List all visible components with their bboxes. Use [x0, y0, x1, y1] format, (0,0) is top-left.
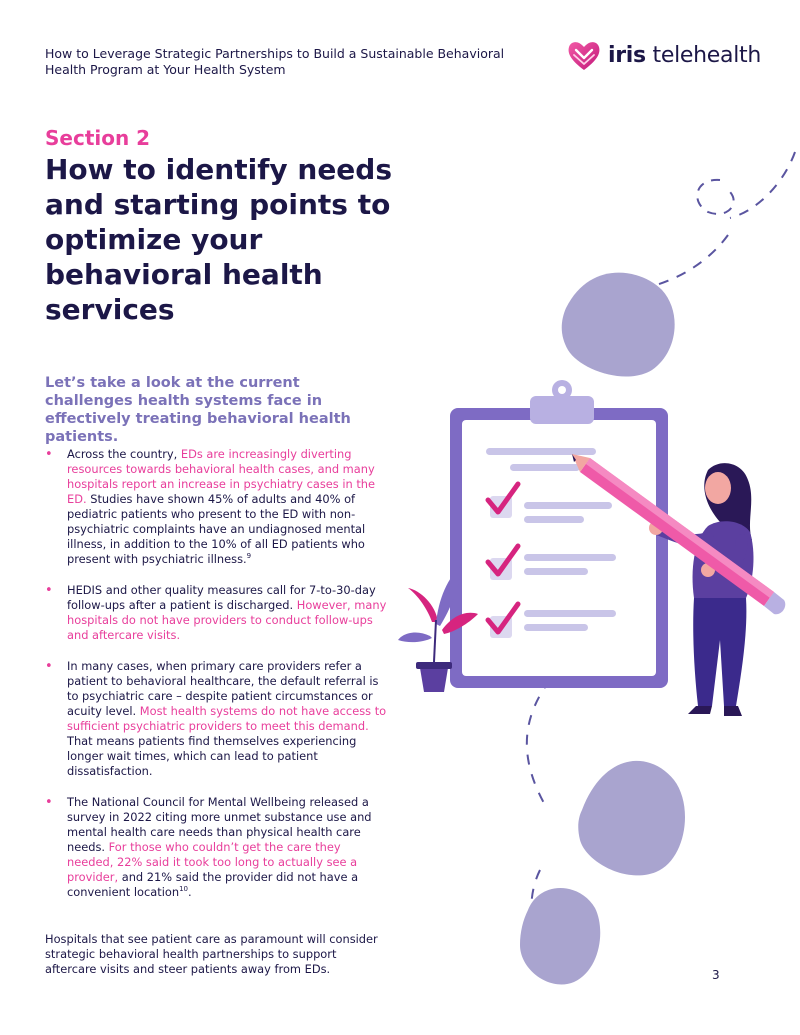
iris-telehealth-logo: iris telehealth	[566, 37, 761, 73]
list-item: In many cases, when primary care provide…	[45, 659, 390, 779]
heart-hands-icon	[568, 42, 600, 70]
challenges-list: Across the country, EDs are increasingly…	[45, 447, 390, 916]
page-number: 3	[712, 968, 720, 982]
blob-shape-icon	[578, 760, 686, 876]
checkmark-icon	[485, 543, 521, 577]
clipboard-icon	[450, 380, 668, 688]
section-label: Section 2	[45, 126, 151, 150]
checkmark-icon	[485, 481, 521, 515]
list-item: Across the country, EDs are increasingly…	[45, 447, 390, 567]
footnote-ref: 9	[246, 552, 252, 561]
blob-shape-icon	[520, 888, 601, 985]
list-item: HEDIS and other quality measures call fo…	[45, 583, 390, 643]
dashed-path-icon	[696, 178, 735, 215]
pencil-icon	[572, 454, 786, 615]
clipboard-illustration	[398, 151, 796, 985]
list-item: The National Council for Mental Wellbein…	[45, 795, 390, 900]
plant-icon	[398, 566, 478, 692]
closing-paragraph: Hospitals that see patient care as param…	[45, 932, 378, 976]
footnote-ref: 10	[179, 885, 189, 894]
checkmark-icon	[485, 601, 521, 635]
logo-wordmark: iris telehealth	[608, 42, 761, 68]
section-title: How to identify needs and starting point…	[45, 153, 393, 326]
dashed-path-icon	[729, 151, 796, 219]
intro-paragraph: Let’s take a look at the current challen…	[45, 375, 351, 445]
document-header-title: How to Leverage Strategic Partnerships t…	[45, 46, 505, 77]
dashed-path-icon	[644, 234, 729, 289]
dashed-path-icon	[525, 679, 551, 806]
blob-shape-icon	[561, 272, 675, 377]
